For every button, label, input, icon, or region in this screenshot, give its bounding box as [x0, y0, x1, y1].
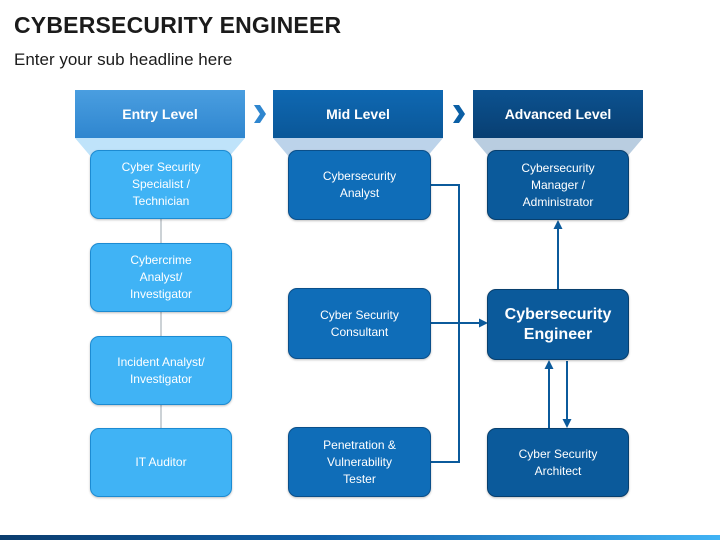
page-title: CYBERSECURITY ENGINEER: [14, 12, 342, 38]
role-label-line: Architect: [534, 463, 582, 478]
role-label-line: Cybersecurity: [504, 305, 612, 323]
page-subtitle: Enter your sub headline here: [14, 50, 233, 69]
role-box-cybersecurity-engineer: Cybersecurity Engineer: [487, 289, 629, 360]
role-label-line: Cybersecurity: [521, 160, 595, 175]
role-label-line: Engineer: [523, 325, 593, 343]
chevron-right-icon: [453, 105, 465, 123]
role-box-incident-analyst: Incident Analyst/ Investigator: [90, 336, 232, 405]
role-label-line: Cyber Security: [320, 307, 399, 322]
chevron-right-icon: [254, 105, 266, 123]
role-label-line: Investigator: [129, 287, 193, 301]
role-box-cyber-security-consultant: Cyber Security Consultant: [288, 288, 431, 359]
arrow-right-icon: [479, 318, 488, 328]
role-box-cyber-security-specialist: Cyber Security Specialist / Technician: [90, 150, 232, 219]
role-label-line: Cyber Security: [121, 160, 201, 174]
role-label-line: Vulnerability: [327, 454, 392, 469]
role-label-line: Manager /: [530, 177, 585, 192]
role-label-line: Cybercrime: [130, 253, 192, 267]
arrow-up-icon: [553, 220, 563, 229]
role-box-cybersecurity-analyst: Cybersecurity Analyst: [288, 150, 431, 220]
role-label-line: Penetration &: [323, 437, 396, 452]
mid-level-connector: [431, 184, 482, 463]
role-box-cybersecurity-manager: Cybersecurity Manager / Administrator: [487, 150, 629, 220]
role-box-cybercrime-analyst: Cybercrime Analyst/ Investigator: [90, 243, 232, 312]
arrow-down-icon: [562, 419, 572, 428]
role-label-line: Cybersecurity: [322, 169, 397, 183]
header-entry-level: Entry Level: [122, 106, 198, 122]
role-box-cyber-security-architect: Cyber Security Architect: [487, 428, 629, 497]
role-label-line: Analyst/: [139, 270, 183, 284]
role-label-line: Incident Analyst/: [117, 354, 205, 369]
role-label-line: Tester: [343, 471, 376, 486]
role-label-line: Technician: [132, 194, 190, 208]
header-advanced-level: Advanced Level: [504, 106, 612, 122]
arrow-up-icon: [544, 360, 554, 369]
header-mid-level: Mid Level: [326, 106, 390, 122]
role-label-line: Consultant: [330, 324, 389, 339]
footer-accent-bar: [0, 535, 720, 540]
role-label-line: Analyst: [339, 186, 380, 200]
role-box-it-auditor: IT Auditor: [90, 428, 232, 497]
role-label-line: Cyber Security: [518, 446, 598, 461]
role-label-line: Investigator: [129, 371, 193, 386]
role-box-penetration-tester: Penetration & Vulnerability Tester: [288, 427, 431, 497]
role-label-line: IT Auditor: [135, 455, 187, 469]
role-label-line: Specialist /: [131, 177, 190, 191]
role-label-line: Administrator: [522, 194, 594, 209]
